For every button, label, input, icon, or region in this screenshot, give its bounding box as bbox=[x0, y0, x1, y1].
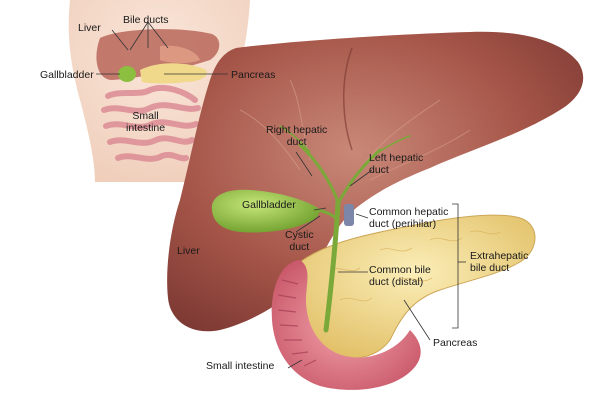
gallbladder-shape bbox=[211, 189, 320, 233]
common-hepatic-duct-label: Common hepatic duct (perihilar) bbox=[369, 206, 448, 230]
small-intestine-label: Small intestine bbox=[206, 360, 275, 372]
right-hepatic-branch bbox=[298, 143, 340, 204]
extrahepatic-line2: bile duct bbox=[470, 262, 510, 274]
liver-label: Liver bbox=[177, 245, 200, 257]
common-hepatic-line2: duct (perihilar) bbox=[369, 218, 437, 230]
left-hepatic-line1: Left hepatic bbox=[369, 152, 424, 164]
inset-bile-ducts-label: Bile ducts bbox=[123, 14, 169, 26]
cystic-duct bbox=[316, 208, 340, 222]
common-bile-line1: Common bile bbox=[369, 264, 431, 276]
common-bile-duct bbox=[323, 199, 341, 333]
inset-gallbladder-label: Gallbladder bbox=[40, 69, 94, 81]
inset-small-intestine-line1: Small bbox=[132, 110, 159, 122]
duodenum-shape bbox=[271, 260, 421, 390]
left-hepatic-duct-label: Left hepatic duct bbox=[369, 152, 423, 176]
inset-intestine bbox=[101, 84, 201, 162]
leader-lines bbox=[96, 21, 466, 369]
bile-ducts bbox=[279, 125, 411, 333]
cystic-line2: duct bbox=[289, 241, 310, 253]
left-hepatic-line2: duct bbox=[369, 164, 389, 176]
inset-small-intestine-line2: intestine bbox=[126, 122, 166, 134]
inset-torso bbox=[68, 0, 250, 182]
extrahepatic-bile-duct-label: Extrahepatic bile duct bbox=[470, 250, 528, 274]
cystic-line1: Cystic bbox=[285, 229, 314, 241]
extrahepatic-line1: Extrahepatic bbox=[470, 250, 529, 262]
right-hepatic-line2: duct bbox=[286, 136, 307, 148]
common-bile-line2: duct (distal) bbox=[369, 276, 424, 288]
inset-stomach bbox=[160, 45, 200, 63]
inset-gallbladder bbox=[118, 66, 136, 82]
common-hepatic-line1: Common hepatic bbox=[369, 206, 449, 218]
gallbladder-label: Gallbladder bbox=[242, 199, 296, 211]
extrahepatic-bracket bbox=[452, 203, 459, 329]
inset-small-intestine-label: Small intestine bbox=[126, 110, 165, 134]
duodenum-folds bbox=[277, 279, 317, 367]
liver-fissure bbox=[343, 47, 353, 151]
pancreas-label: Pancreas bbox=[433, 337, 478, 349]
inset-pancreas bbox=[140, 63, 207, 84]
right-hepatic-line1: Right hepatic bbox=[266, 124, 328, 136]
right-hepatic-duct-label: Right hepatic duct bbox=[266, 124, 327, 148]
common-bile-duct-label: Common bile duct (distal) bbox=[369, 264, 431, 288]
inset-pancreas-label: Pancreas bbox=[231, 69, 276, 81]
liver-shape bbox=[167, 31, 584, 332]
cystic-duct-label: Cystic duct bbox=[285, 229, 314, 253]
inset-liver-label: Liver bbox=[78, 22, 101, 34]
perihilar-tumor bbox=[344, 204, 354, 226]
